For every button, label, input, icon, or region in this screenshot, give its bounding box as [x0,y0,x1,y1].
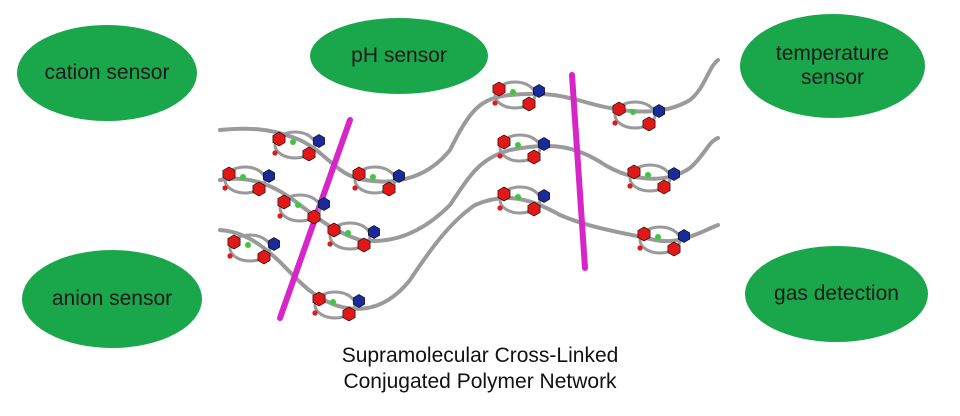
green-link-12 [515,194,521,200]
red-bead-9 [612,120,618,126]
red-bead-6 [227,253,233,259]
blue-ring-4 [318,197,330,211]
gas-detection-label: gas detection [774,282,899,305]
red-ring-a-3 [222,166,236,182]
red-ring-b-5 [357,237,371,253]
red-ring-a-13 [637,226,651,242]
blue-ring-1 [313,134,325,148]
red-ring-a-6 [227,234,241,250]
green-link-13 [655,234,661,240]
temperature-sensor-label: temperature sensor [775,42,890,89]
red-bead-13 [637,245,643,251]
red-bead-8 [492,100,498,106]
macrocycle-units [222,80,690,322]
red-ring-b-8 [522,96,536,112]
red-bead-4 [277,213,283,219]
green-link-1 [290,139,296,145]
red-ring-b-1 [302,146,316,162]
red-ring-a-10 [497,134,511,150]
red-bead-12 [497,205,503,211]
polymer-backbone-1 [218,58,720,184]
red-ring-b-9 [642,116,656,132]
red-ring-b-13 [667,241,681,257]
anion-sensor-label: anion sensor [51,287,173,310]
red-ring-b-4 [307,209,321,225]
blue-ring-10 [538,137,550,151]
diagram-caption: Supramolecular Cross-Linked Conjugated P… [250,343,710,395]
green-link-9 [630,109,636,115]
crosslinker-rod-right [569,72,588,271]
red-bead-1 [272,150,278,156]
red-ring-a-11 [627,164,641,180]
green-link-3 [240,174,246,180]
anion-sensor-oval: anion sensor [22,250,202,348]
red-ring-b-7 [342,306,356,322]
red-bead-7 [312,310,318,316]
red-ring-a-7 [312,291,326,307]
red-bead-5 [327,241,333,247]
blue-ring-5 [368,225,380,239]
red-ring-b-11 [657,179,671,195]
red-ring-b-6 [257,249,271,265]
red-ring-b-12 [527,201,541,217]
gas-detection-oval: gas detection [745,246,928,342]
red-ring-a-9 [612,101,626,117]
cation-sensor-oval: cation sensor [17,25,197,121]
red-ring-a-1 [272,131,286,147]
red-bead-3 [222,185,228,191]
polymer-backbone-3 [218,196,720,311]
caption-line-2: Conjugated Polymer Network [343,370,617,393]
red-ring-a-12 [497,186,511,202]
blue-ring-7 [353,294,365,308]
red-ring-b-10 [527,149,541,165]
ph-sensor-label: pH sensor [351,44,447,67]
temperature-sensor-oval: temperature sensor [740,14,925,118]
red-ring-b-2 [382,181,396,197]
blue-ring-11 [668,167,680,181]
green-link-7 [330,299,336,305]
green-link-8 [510,89,516,95]
blue-ring-2 [393,169,405,183]
red-ring-a-4 [277,194,291,210]
green-link-10 [515,142,521,148]
cation-sensor-label: cation sensor [44,61,170,84]
blue-ring-8 [533,84,545,98]
green-link-4 [295,202,301,208]
red-ring-a-8 [492,81,506,97]
polymer-backbone-2 [218,136,720,243]
ph-sensor-oval: pH sensor [310,18,488,94]
red-ring-a-5 [327,222,341,238]
blue-ring-6 [268,237,280,251]
green-link-2 [370,174,376,180]
red-ring-a-2 [352,166,366,182]
red-bead-2 [352,185,358,191]
green-link-5 [345,230,351,236]
blue-ring-9 [653,104,665,118]
red-bead-10 [497,153,503,159]
green-link-11 [645,172,651,178]
caption-line-1: Supramolecular Cross-Linked [341,344,619,367]
blue-ring-13 [678,229,690,243]
blue-ring-12 [538,189,550,203]
red-bead-11 [627,183,633,189]
blue-ring-3 [263,169,275,183]
red-ring-b-3 [252,181,266,197]
green-link-6 [245,242,251,248]
